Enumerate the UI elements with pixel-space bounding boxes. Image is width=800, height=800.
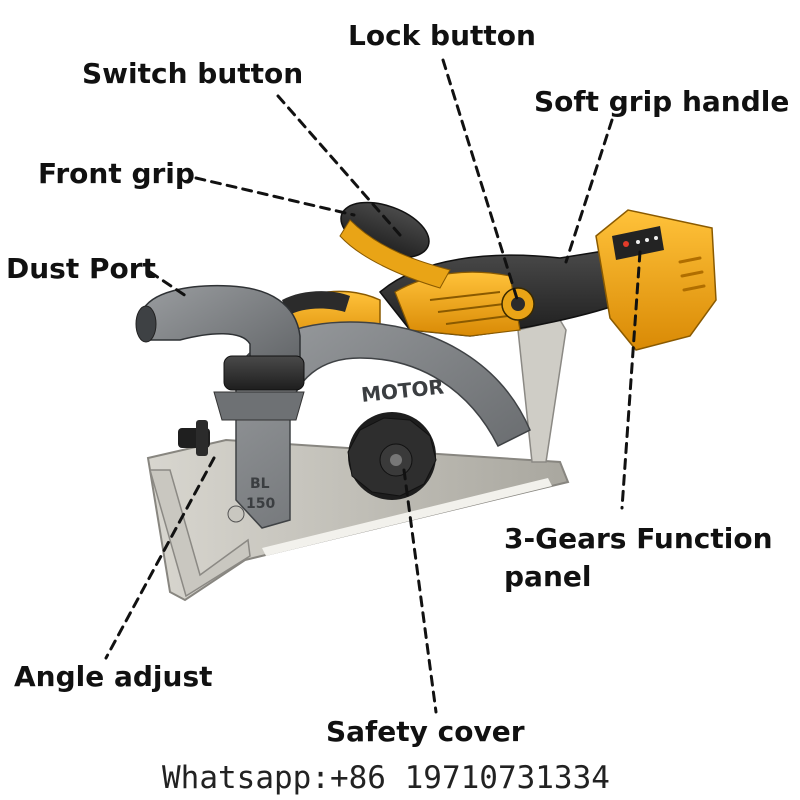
- battery-mount: [595, 209, 717, 351]
- guard-embossed-text: MOTOR: [360, 374, 445, 407]
- leader-soft-grip: [564, 118, 614, 264]
- label-front-grip: Front grip: [38, 157, 195, 190]
- leader-dust-port: [148, 270, 188, 298]
- label-soft-grip-handle: Soft grip handle: [534, 85, 790, 118]
- label-lock-button: Lock button: [348, 19, 536, 52]
- callout-leader-lines: [104, 58, 642, 714]
- label-dust-port: Dust Port: [6, 252, 156, 285]
- label-safety-cover: Safety cover: [326, 715, 525, 748]
- label-switch-button: Switch button: [82, 57, 304, 90]
- leader-angle-adjust: [104, 456, 216, 660]
- leader-gears-panel: [620, 250, 642, 510]
- blade-hub: [347, 412, 437, 500]
- leader-front-grip: [194, 176, 356, 217]
- model-marking-line2: 150: [246, 496, 275, 512]
- model-marking-line1: BL: [250, 476, 270, 492]
- label-gears-function-panel: 3-Gears Function panel: [504, 520, 773, 596]
- gears-panel-line2: panel: [504, 560, 592, 593]
- gears-panel-line1: 3-Gears Function: [504, 522, 773, 555]
- leader-lock-button: [441, 58, 520, 304]
- label-angle-adjust: Angle adjust: [14, 660, 213, 693]
- handle-assembly: [339, 201, 631, 337]
- leader-safety-cover: [402, 468, 438, 714]
- whatsapp-contact: Whatsapp:+86 19710731334: [162, 760, 610, 796]
- angle-adjust-knob: [178, 420, 245, 523]
- leader-switch-button: [276, 94, 402, 237]
- dust-port: [135, 284, 305, 421]
